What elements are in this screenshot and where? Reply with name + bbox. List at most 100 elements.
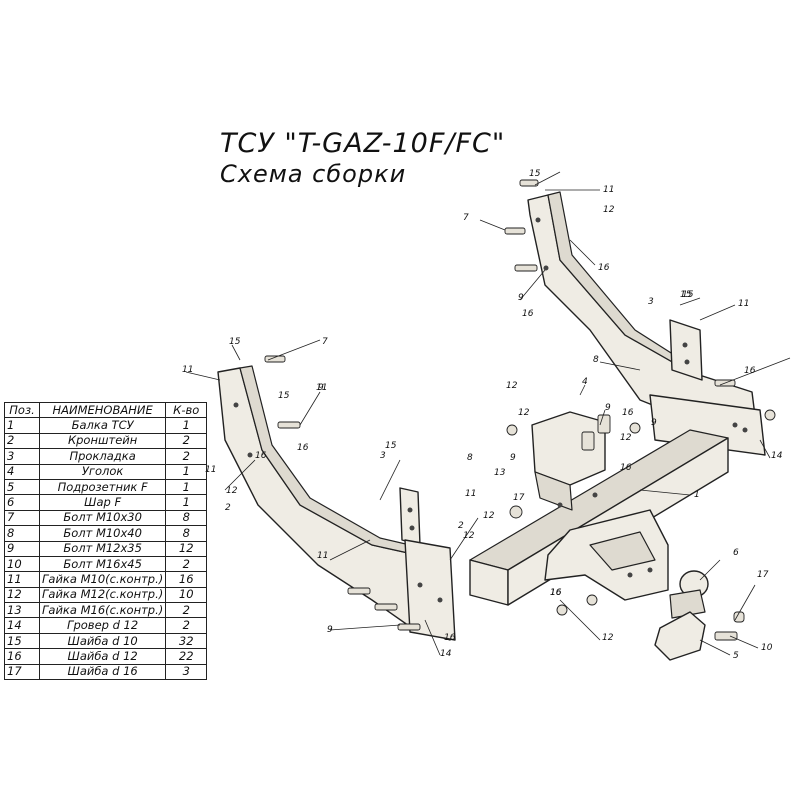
header-name: НАИМЕНОВАНИЕ	[38, 401, 167, 419]
callout-label: 12	[620, 433, 632, 443]
cell-quantity: 2	[165, 602, 208, 619]
callout-label: 16	[550, 588, 562, 598]
cell-quantity: 2	[165, 617, 208, 634]
cell-quantity: 1	[165, 494, 208, 511]
callout-label: 9	[327, 625, 333, 635]
cell-quantity: 2	[165, 555, 208, 573]
rear-plate-left	[404, 539, 456, 641]
callout-label: 12	[226, 486, 238, 496]
cell-quantity: 12	[165, 540, 208, 557]
cell-position: 13	[4, 602, 40, 619]
cell-name: Болт М10х30	[38, 509, 167, 527]
callout-label: 16	[598, 263, 610, 273]
cell-quantity: 3	[165, 663, 208, 681]
cell-name: Шар F	[38, 494, 167, 511]
callout-label: 12	[518, 408, 530, 418]
callout-label: 12	[463, 531, 475, 541]
callout-label: 16	[255, 451, 267, 461]
cell-name: Гровер d 12	[38, 617, 167, 634]
cell-position: 4	[4, 463, 40, 480]
cell-quantity: 22	[165, 648, 208, 665]
cell-quantity: 16	[165, 571, 208, 588]
callout-label: 7	[463, 213, 469, 223]
callout-label: 7	[322, 337, 328, 347]
tow-ball-shank	[669, 589, 706, 619]
callout-label: 15	[229, 337, 241, 347]
cell-name: Шайба d 12	[38, 648, 167, 665]
cell-quantity: 8	[165, 525, 208, 542]
callout-label: 11	[738, 299, 749, 309]
cell-position: 10	[4, 555, 40, 573]
callout-label: 15	[385, 441, 397, 451]
callout-label: 3	[380, 451, 386, 461]
callout-label: 17	[757, 570, 769, 580]
cell-position: 2	[4, 432, 40, 450]
hitch-neck	[589, 531, 656, 571]
cell-quantity: 2	[165, 432, 208, 450]
cell-name: Болт М16х45	[38, 555, 167, 573]
cell-position: 14	[4, 617, 40, 634]
callout-label: 10	[761, 643, 773, 653]
cell-quantity: 1	[165, 463, 208, 480]
cell-position: 12	[4, 586, 40, 604]
cell-quantity: 32	[165, 632, 208, 650]
callout-label: 9	[510, 453, 516, 463]
callout-label: 15	[529, 169, 541, 179]
callout-label: 11	[182, 365, 193, 375]
callout-label: 9	[605, 403, 611, 413]
bolts-group	[264, 179, 776, 641]
callout-label: 17	[513, 493, 525, 503]
callout-label: 6	[733, 548, 739, 558]
cell-quantity: 2	[165, 448, 208, 465]
cell-position: 15	[4, 632, 40, 650]
callout-label: 8	[467, 453, 473, 463]
callout-label: 16	[620, 463, 632, 473]
cell-name: Прокладка	[38, 448, 167, 465]
callout-label: 1	[694, 490, 700, 500]
callout-label: 13	[494, 468, 506, 478]
spacer-plate-upper-right	[669, 319, 703, 381]
callout-label: 16	[744, 366, 756, 376]
cell-name: Гайка М12(с.контр.)	[38, 586, 167, 604]
callout-label: 15	[278, 391, 290, 401]
callout-label: 9	[651, 418, 657, 428]
callout-label: 8	[593, 355, 599, 365]
callout-label: 16	[297, 443, 309, 453]
cell-name: Шайба d 10	[38, 632, 167, 650]
socket-bracket	[654, 611, 706, 661]
cell-position: 3	[4, 448, 40, 465]
callout-label: 2	[225, 503, 231, 513]
callout-label: 14	[440, 649, 452, 659]
cell-name: Гайка М16(с.контр.)	[38, 602, 167, 619]
table-header-row: Поз. НАИМЕНОВАНИЕ К-во	[4, 401, 208, 419]
callout-label: 9	[318, 383, 324, 393]
cell-quantity: 1	[165, 417, 208, 434]
callout-label: 11	[317, 551, 328, 561]
cell-position: 11	[4, 571, 40, 588]
callout-label: 12	[602, 633, 614, 643]
cell-position: 5	[4, 478, 40, 496]
callout-label: 16	[550, 588, 562, 598]
drawing-title: ТСУ "T-GAZ-10F/FC"	[220, 128, 506, 159]
cell-position: 8	[4, 525, 40, 542]
callout-label: 11	[603, 185, 614, 195]
cell-position: 7	[4, 509, 40, 527]
cell-quantity: 10	[165, 586, 208, 604]
cell-name: Балка ТСУ	[38, 417, 167, 434]
callout-label: 4	[582, 377, 588, 387]
cell-name: Уголок	[38, 463, 167, 480]
callout-label: 15	[680, 290, 692, 300]
callout-label: 5	[733, 651, 739, 661]
callout-label: 16	[444, 633, 456, 643]
callout-label: 11	[316, 383, 327, 393]
cell-quantity: 8	[165, 509, 208, 527]
